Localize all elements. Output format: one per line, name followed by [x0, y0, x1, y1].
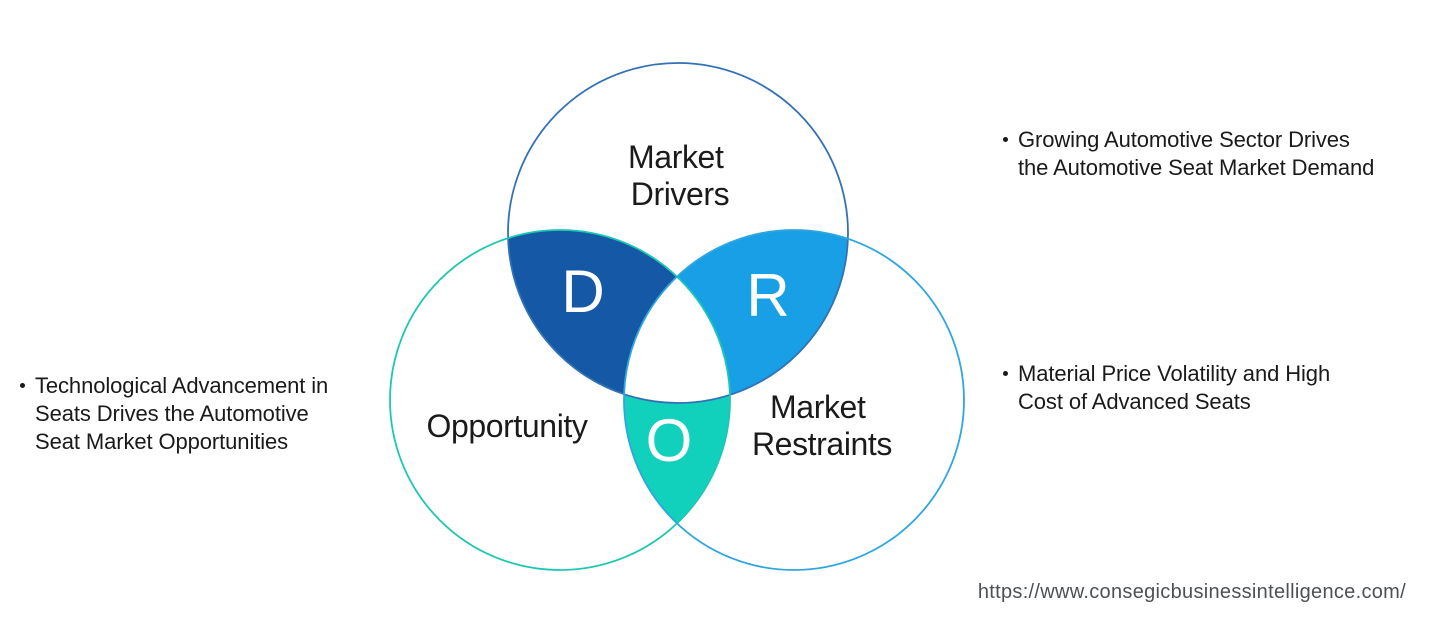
insight-line: Technological Advancement in [35, 373, 329, 398]
letter-r: R [746, 262, 789, 329]
drivers-label: Market Drivers [628, 139, 732, 212]
insight-line: Growing Automotive Sector Drives [1018, 127, 1350, 152]
drivers-circle-outline [507, 62, 849, 404]
insight-driver: Growing Automotive Sector Drives the Aut… [1003, 126, 1374, 182]
insight-line: Seats Drives the Automotive [35, 401, 309, 426]
restraints-circle-outline [623, 229, 965, 571]
source-url: https://www.consegicbusinessintelligence… [977, 581, 1406, 603]
opportunity-label: Opportunity [426, 408, 587, 444]
insight-text: Material Price Volatility and High Cost … [1018, 360, 1330, 416]
letter-o: O [646, 407, 693, 474]
insight-line: Seat Market Opportunities [35, 429, 289, 454]
insight-opportunity: Technological Advancement in Seats Drive… [20, 372, 328, 456]
insight-line: Cost of Advanced Seats [1018, 389, 1251, 414]
bullet-icon [20, 383, 25, 388]
opportunity-circle-outline [389, 229, 731, 571]
insight-text: Growing Automotive Sector Drives the Aut… [1018, 126, 1374, 182]
insight-line: the Automotive Seat Market Demand [1018, 155, 1375, 180]
insight-restraint: Material Price Volatility and High Cost … [1003, 360, 1330, 416]
restraints-label: Market Restraints [752, 389, 892, 462]
letter-d: D [561, 258, 604, 325]
bullet-icon [1003, 371, 1008, 376]
insight-line: Material Price Volatility and High [1018, 361, 1331, 386]
bullet-icon [1003, 137, 1008, 142]
insight-text: Technological Advancement in Seats Drive… [35, 372, 328, 456]
